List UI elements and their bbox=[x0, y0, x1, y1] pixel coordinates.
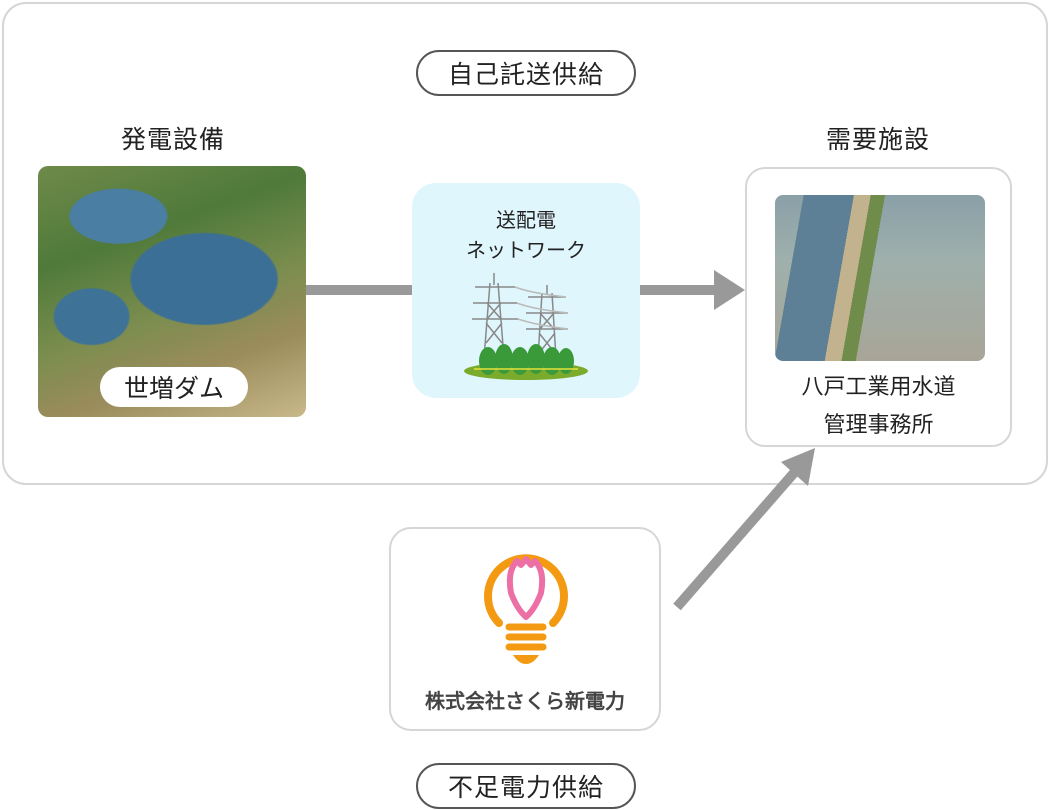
arrow-supplier-to-demand bbox=[673, 448, 815, 611]
generation-heading: 発電設備 bbox=[120, 125, 225, 154]
network-label-line2: ネットワーク bbox=[466, 238, 586, 262]
dam-caption: 世増ダム bbox=[100, 367, 248, 407]
facility-name-line1: 八戸工業用水道 bbox=[801, 375, 956, 400]
self-consignment-frame bbox=[2, 2, 1048, 485]
self-consignment-label: 自己託送供給 bbox=[416, 50, 636, 96]
power-tower-icon bbox=[464, 273, 588, 380]
network-label: 送配電 ネットワーク bbox=[412, 205, 640, 265]
network-label-line1: 送配電 bbox=[496, 208, 556, 232]
shortage-supply-label: 不足電力供給 bbox=[416, 763, 636, 809]
facility-name: 八戸工業用水道 管理事務所 bbox=[747, 369, 1010, 445]
sakura-bulb-logo-icon bbox=[484, 554, 568, 664]
arrow-network-to-demand bbox=[640, 285, 716, 295]
demand-heading: 需要施設 bbox=[825, 125, 930, 154]
facility-photo bbox=[775, 195, 985, 361]
grid-network-box: 送配電 ネットワーク bbox=[412, 183, 640, 398]
supplier-box: 株式会社さくら新電力 bbox=[389, 527, 661, 731]
arrow-head-icon bbox=[714, 270, 745, 310]
supplier-name: 株式会社さくら新電力 bbox=[425, 689, 625, 713]
demand-facility-box: 八戸工業用水道 管理事務所 bbox=[745, 167, 1012, 447]
facility-name-line2: 管理事務所 bbox=[823, 413, 934, 438]
arrow-dam-to-network bbox=[306, 285, 412, 295]
